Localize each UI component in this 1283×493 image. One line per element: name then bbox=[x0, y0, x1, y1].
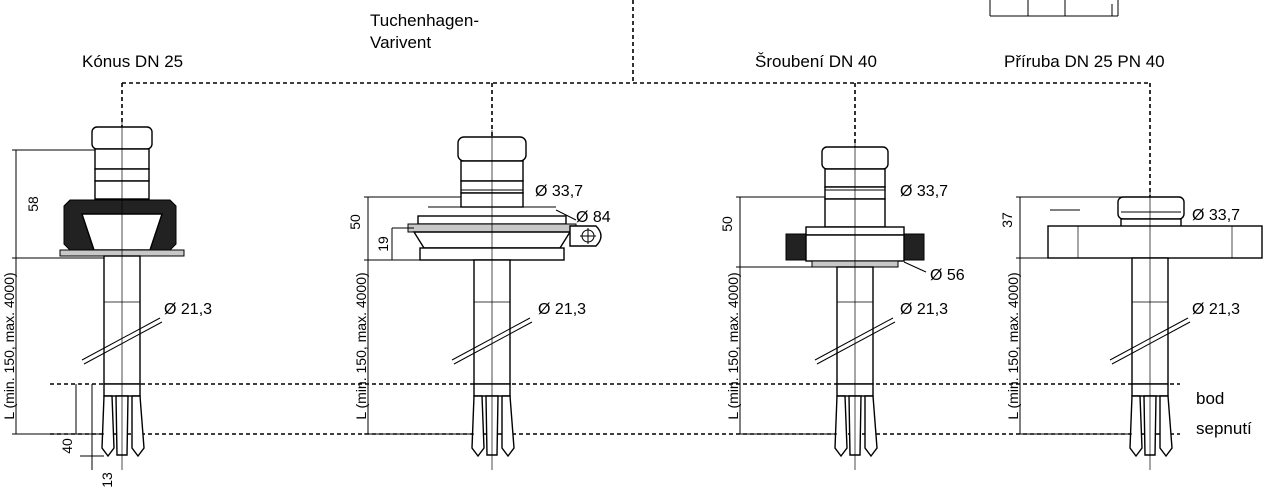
switch-point-label-line1: bod bbox=[1196, 389, 1224, 408]
dim-height-varivent: 50 bbox=[347, 214, 363, 230]
dim-length-priruba: L (min. 150, max. 4000) bbox=[1005, 272, 1021, 419]
dim-diameter-tube-sroubeni: Ø 21,3 bbox=[900, 301, 948, 318]
dim-diameter-tube-priruba: Ø 21,3 bbox=[1192, 301, 1240, 318]
dim-height-priruba: 37 bbox=[999, 212, 1015, 228]
dim-diameter-tube-konus: Ø 21,3 bbox=[164, 301, 212, 318]
variant-konus: 58 L (min. 150, max. 4000) 40 13 Ø 21,3 bbox=[1, 120, 212, 488]
dim-height-sroubeni: 50 bbox=[719, 216, 735, 232]
switch-point-lines bbox=[50, 383, 1180, 435]
switch-point-label-line2: sepnutí bbox=[1196, 419, 1252, 438]
dim-diameter-flange-varivent: Ø 84 bbox=[576, 209, 611, 226]
dim-height-konus: 58 bbox=[25, 196, 41, 212]
connector-lines bbox=[121, 0, 1151, 198]
dim-tip-13: 13 bbox=[99, 472, 115, 488]
title-priruba: Příruba DN 25 PN 40 bbox=[1004, 52, 1165, 71]
variant-priruba: 37 L (min. 150, max. 4000) Ø 33,7 Ø 21,3 bbox=[999, 190, 1263, 470]
dim-diameter-head-priruba: Ø 33,7 bbox=[1192, 207, 1240, 224]
dim-diameter-head-varivent: Ø 33,7 bbox=[535, 183, 583, 200]
title-varivent-line1: Tuchenhagen- bbox=[370, 11, 479, 30]
title-konus: Kónus DN 25 bbox=[82, 52, 183, 71]
variant-sroubeni: 50 L (min. 150, max. 4000) Ø 33,7 Ø 56 Ø… bbox=[719, 140, 965, 470]
dim-diameter-head-sroubeni: Ø 33,7 bbox=[900, 183, 948, 200]
dim-flange-varivent: 19 bbox=[375, 236, 391, 252]
variant-varivent: 50 19 L (min. 150, max. 4000) Ø 33,7 Ø 8… bbox=[347, 130, 611, 470]
dim-length-konus: L (min. 150, max. 4000) bbox=[1, 272, 17, 419]
dim-tip-40: 40 bbox=[59, 438, 75, 454]
title-sroubeni: Šroubení DN 40 bbox=[755, 52, 877, 71]
dim-length-varivent: L (min. 150, max. 4000) bbox=[353, 272, 369, 419]
inset-box-fragment bbox=[989, 0, 1119, 17]
dim-diameter-tube-varivent: Ø 21,3 bbox=[538, 301, 586, 318]
dim-diameter-nut-sroubeni: Ø 56 bbox=[930, 267, 965, 284]
title-varivent-line2: Varivent bbox=[370, 33, 431, 52]
dim-length-sroubeni: L (min. 150, max. 4000) bbox=[725, 272, 741, 419]
